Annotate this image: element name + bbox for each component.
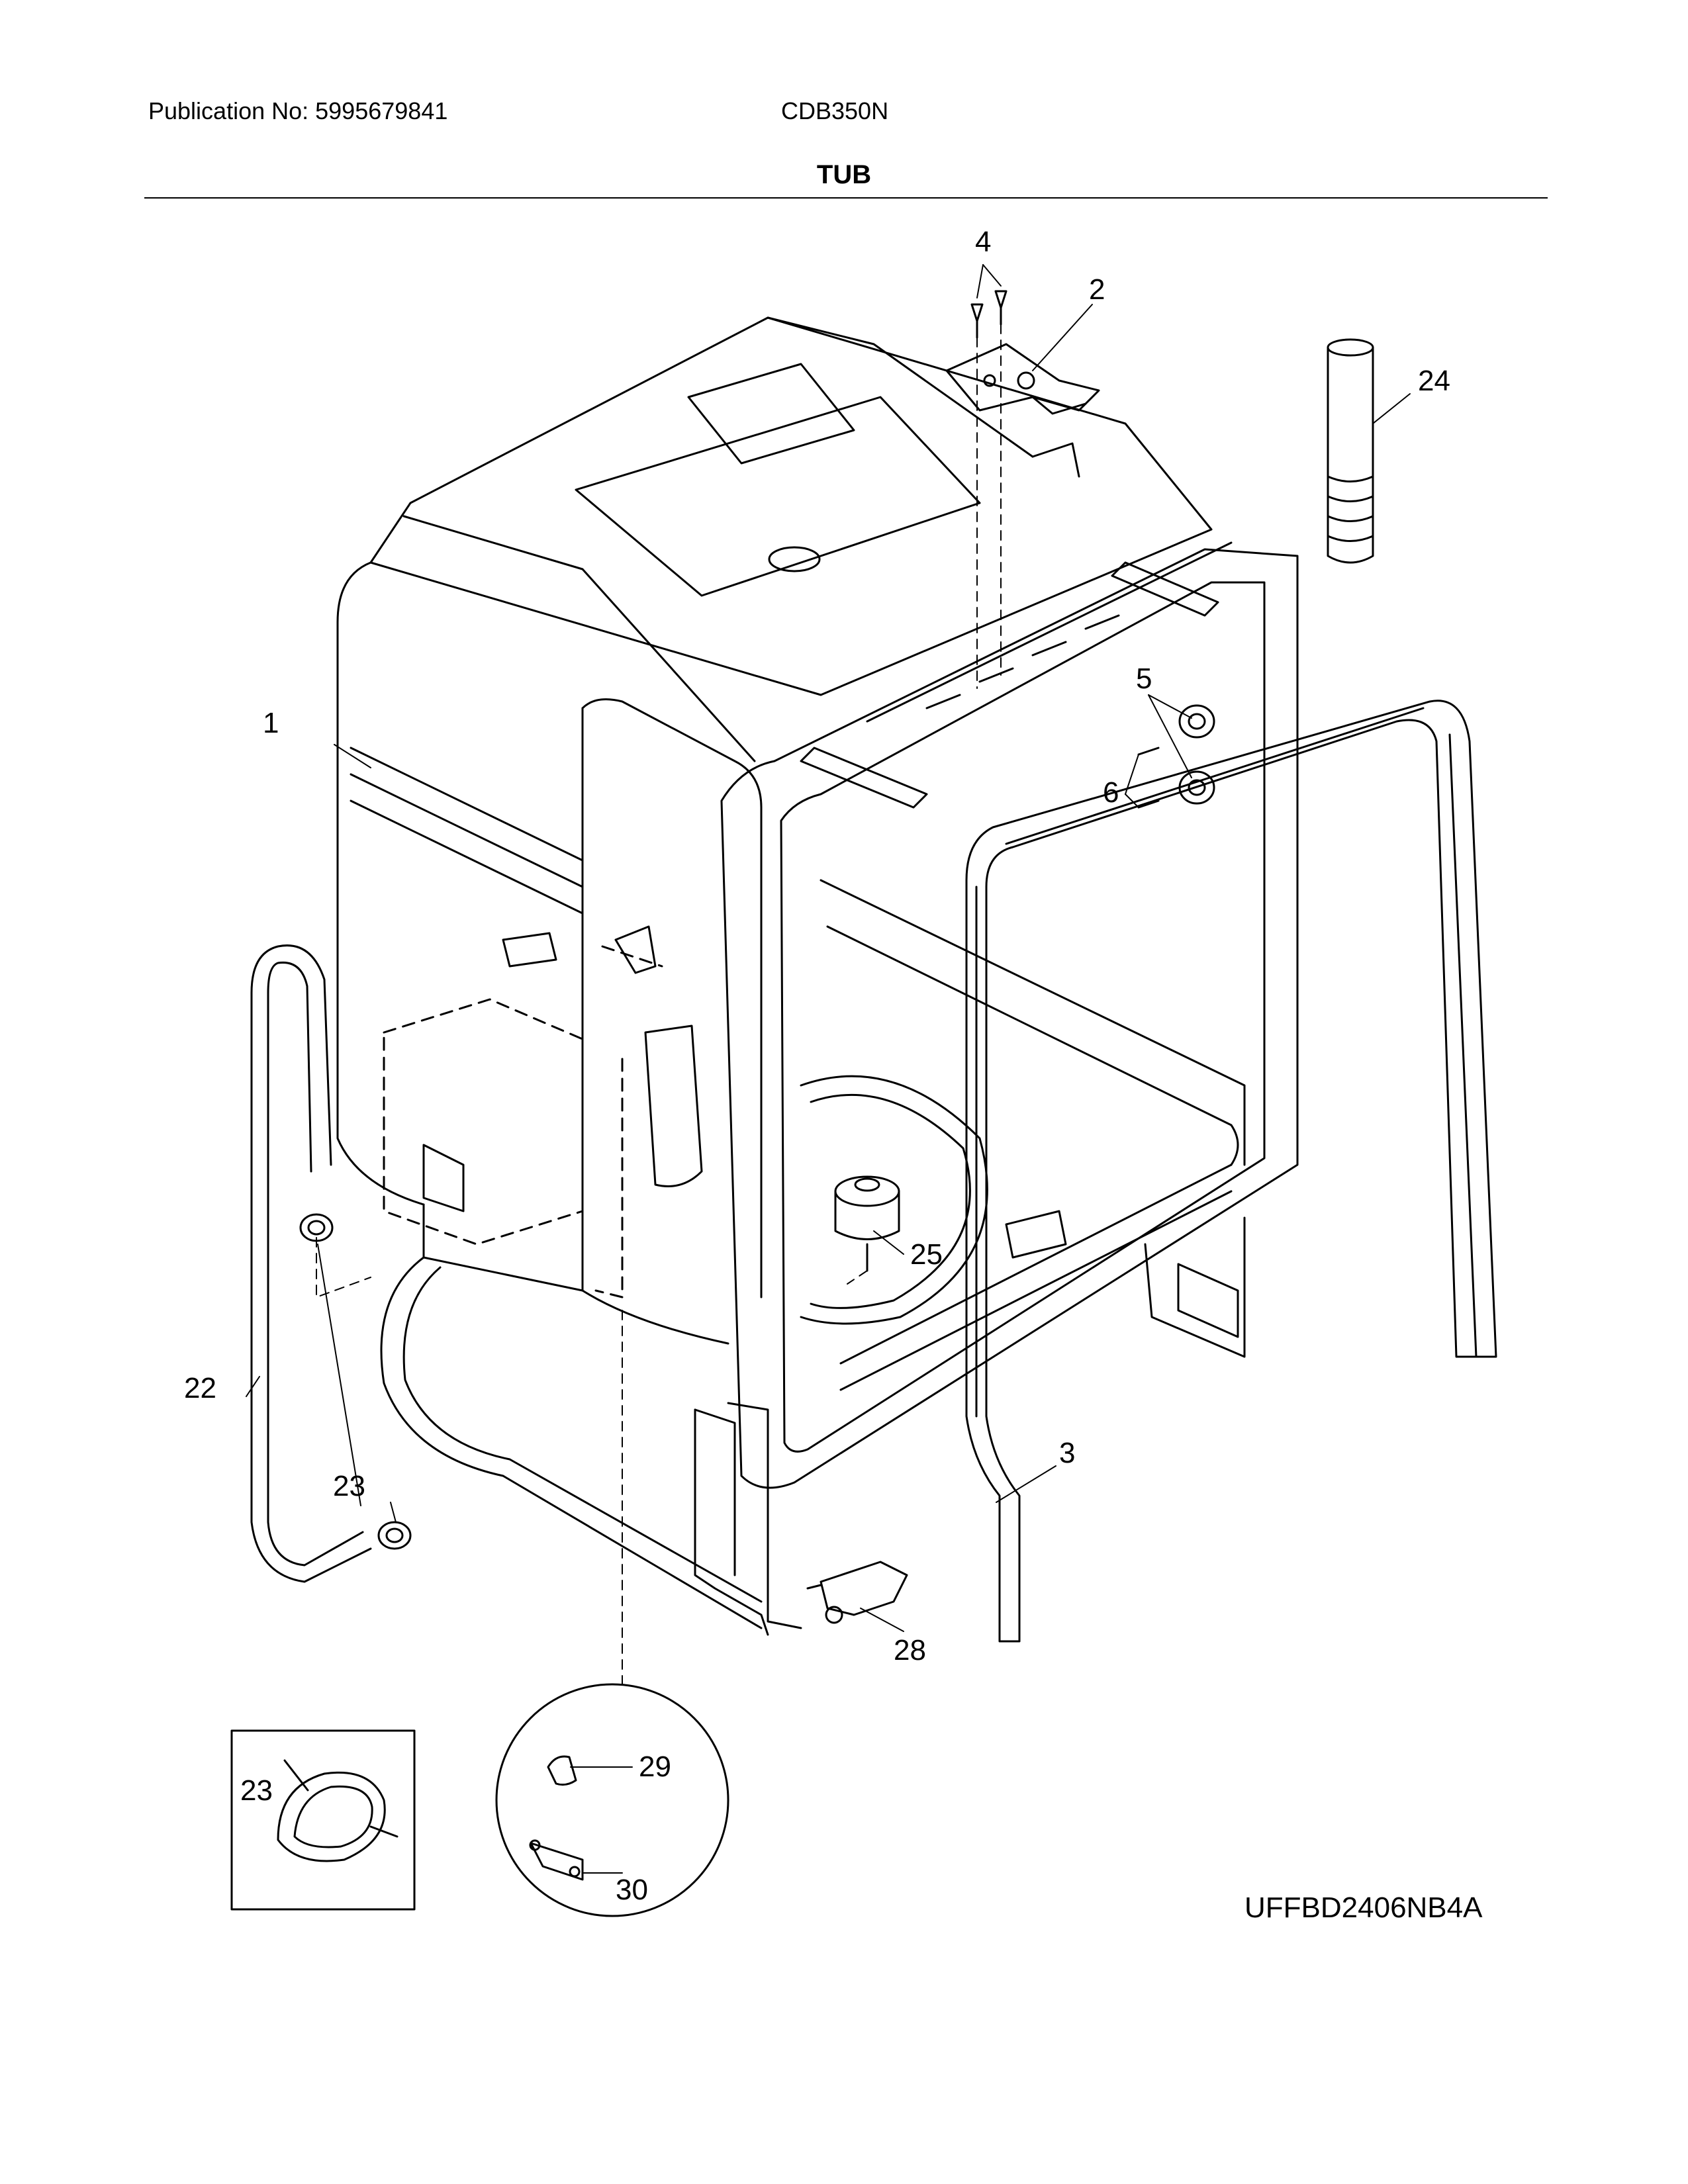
- callout-2: 2: [1089, 273, 1105, 306]
- door-gasket: [965, 700, 1497, 1643]
- tub-body: [336, 316, 1299, 1636]
- callout-6: 6: [1103, 776, 1119, 809]
- callout-30: 30: [616, 1874, 648, 1906]
- callout-23: 23: [333, 1470, 365, 1502]
- callout-3: 3: [1059, 1437, 1075, 1469]
- callout-29: 29: [639, 1751, 671, 1783]
- bracket-part: [945, 343, 1100, 415]
- callout-1: 1: [263, 707, 279, 739]
- drain-hose: [250, 944, 372, 1583]
- header-divider: [144, 197, 1548, 199]
- dashed-guides: [316, 324, 1002, 1685]
- callout-24: 24: [1418, 365, 1450, 397]
- publication-number: Publication No: 5995679841: [148, 97, 448, 124]
- float-assembly: [834, 1175, 900, 1272]
- model-number: CDB350N: [781, 97, 889, 124]
- detail-circle: [495, 1683, 729, 1917]
- drawing-id: UFFBD2406NB4A: [1244, 1891, 1483, 1924]
- callout-4: 4: [975, 226, 991, 258]
- callout-labels: 1 2 3 4 5 6 22 23 23 24 25 28 29 30: [184, 226, 1450, 1906]
- leader-lines: [246, 264, 1411, 1874]
- callout-23-detail: 23: [240, 1774, 273, 1807]
- detail-box: [230, 1729, 416, 1911]
- page-title: TUB: [816, 160, 872, 189]
- door-switch: [806, 1561, 908, 1624]
- callout-22: 22: [184, 1372, 216, 1404]
- screws: [970, 290, 1008, 339]
- callout-25: 25: [910, 1238, 943, 1271]
- vent-tube: [1327, 338, 1374, 564]
- callout-5: 5: [1136, 662, 1152, 695]
- grommets: [1137, 704, 1215, 809]
- callout-28: 28: [894, 1634, 926, 1666]
